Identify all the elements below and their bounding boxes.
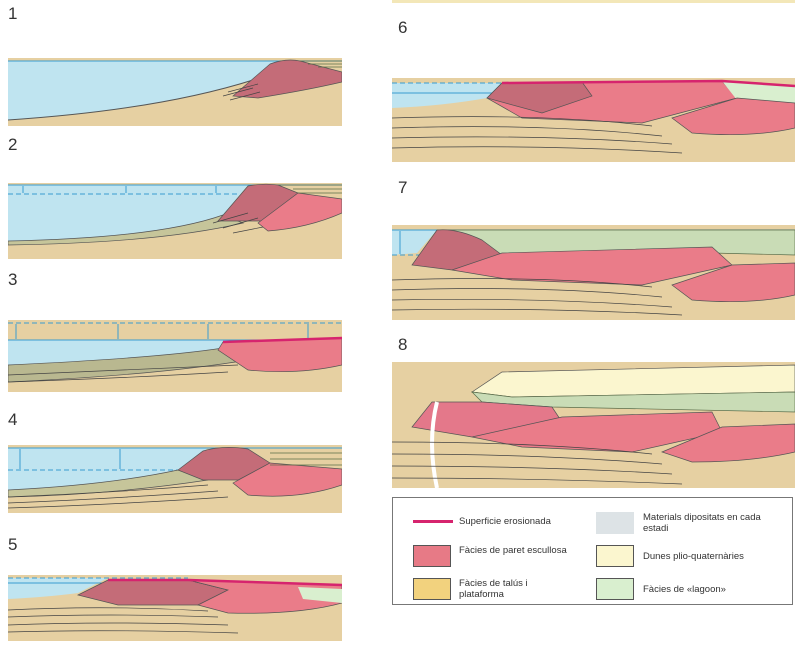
panel-number: 8 — [398, 335, 408, 354]
legend-label: Fàcies de «lagoon» — [643, 584, 726, 595]
panel-number: 4 — [8, 410, 18, 429]
legend-label: Fàcies de paret escullosa — [459, 545, 567, 556]
legend: Superficie erosionada Fàcies de paret es… — [392, 497, 793, 605]
legend-label: Dunes plio-quaternàries — [643, 551, 744, 562]
legend-label: Materials dipositats en cada estadi — [643, 512, 761, 534]
stage-3-cross-section — [8, 320, 342, 392]
panel-number: 7 — [398, 178, 408, 197]
stage-8-cross-section — [392, 362, 795, 488]
stage-7-cross-section — [392, 225, 795, 320]
legend-label: Fàcies de talús i plataforma — [459, 578, 528, 600]
deposited-swatch — [596, 512, 634, 534]
top-edge-strip — [392, 0, 795, 3]
panel-number: 5 — [8, 535, 18, 554]
panel-number: 3 — [8, 270, 18, 289]
reef-swatch — [413, 545, 451, 567]
legend-label: Superficie erosionada — [459, 516, 551, 527]
stage-2-cross-section — [8, 183, 342, 259]
dunes-swatch — [596, 545, 634, 567]
panel-number: 1 — [8, 4, 18, 23]
lagoon-swatch — [596, 578, 634, 600]
slope-swatch — [413, 578, 451, 600]
stage-4-cross-section — [8, 445, 342, 513]
panel-number: 6 — [398, 18, 408, 37]
stage-5-cross-section — [8, 575, 342, 641]
stage-6-cross-section — [392, 78, 795, 162]
stage-1-cross-section — [8, 58, 342, 126]
panel-number: 2 — [8, 135, 18, 154]
erosion-line-swatch — [413, 520, 453, 523]
